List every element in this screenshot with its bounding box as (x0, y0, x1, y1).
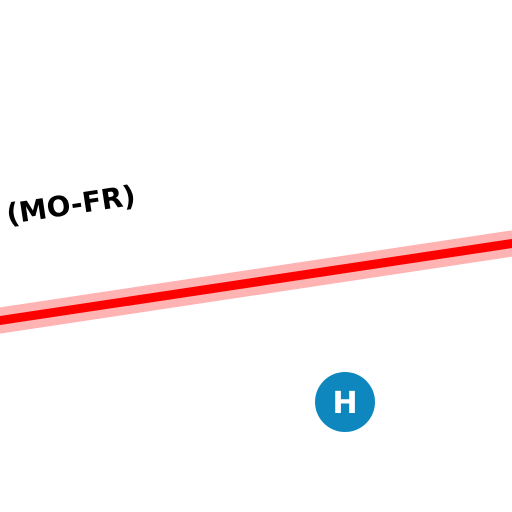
route-label: (MO-FR) (4, 179, 138, 231)
stop-marker-letter: H (332, 386, 357, 421)
stop-marker-circle (315, 372, 375, 432)
route-line[interactable] (0, 238, 512, 326)
bus-stop-icon[interactable]: H (315, 372, 375, 432)
